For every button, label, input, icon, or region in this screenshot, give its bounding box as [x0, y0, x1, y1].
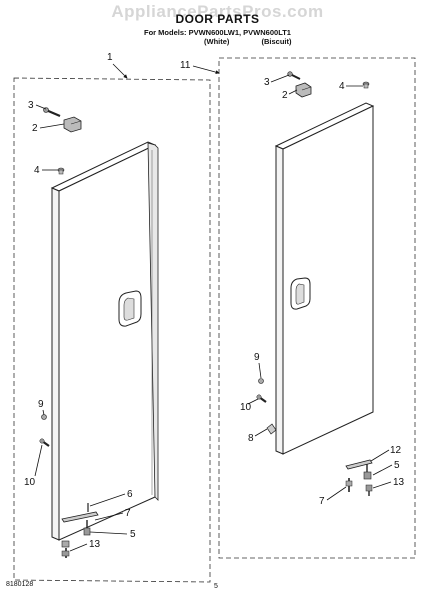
- left-top-hinge: [63, 116, 82, 133]
- right-hinge-screw: [287, 71, 301, 80]
- callout-left-10: 10: [24, 477, 36, 488]
- callout-right-11: 11: [180, 60, 191, 71]
- left-callouts: 1 3 2 4 9 10 6 7 5 13: [24, 52, 136, 552]
- callout-right-13: 13: [393, 477, 405, 488]
- left-hinge-pin: [57, 167, 65, 175]
- right-callouts: 11 3 2 4 9 10 8 12 5 7 13: [180, 60, 405, 507]
- page-title: DOOR PARTS: [175, 12, 260, 26]
- callout-right-5: 5: [394, 460, 400, 471]
- callout-right-7: 7: [319, 496, 325, 507]
- callout-left-7: 7: [125, 508, 131, 519]
- callout-right-8: 8: [248, 433, 254, 444]
- finish-biscuit-label: (Biscuit): [261, 37, 292, 46]
- left-bottom-hinge: [61, 503, 99, 558]
- callout-left-13: 13: [89, 539, 101, 550]
- right-door-stop-parts: [256, 378, 277, 435]
- callout-right-2: 2: [282, 90, 288, 101]
- right-door-assembly: 11 3 2 4 9 10 8 12 5 7 13: [180, 57, 416, 559]
- callout-left-5: 5: [130, 529, 136, 540]
- door-stop-bracket: [266, 423, 277, 435]
- right-door-panel: [274, 102, 375, 455]
- callout-right-12: 12: [390, 445, 402, 456]
- doc-number: 8180128: [6, 581, 34, 588]
- callout-left-9: 9: [38, 399, 44, 410]
- right-bottom-hinge: [345, 459, 373, 496]
- callout-right-3: 3: [264, 77, 270, 88]
- left-door-assembly: 1 3 2 4 9 10 6 7 5 13: [13, 52, 211, 583]
- right-assembly-boundary: [218, 57, 416, 559]
- left-assembly-boundary: [13, 77, 211, 583]
- left-door-stop-parts: [39, 414, 50, 447]
- page-number: 5: [214, 583, 218, 590]
- callout-left-1: 1: [107, 52, 113, 63]
- callout-right-10: 10: [240, 402, 252, 413]
- callout-left-4: 4: [34, 165, 40, 176]
- model-list: For Models: PVWN600LW1, PVWN600LT1: [144, 28, 291, 37]
- right-hinge-pin: [362, 81, 370, 89]
- finish-white-label: (White): [204, 37, 230, 46]
- callout-left-2: 2: [32, 123, 38, 134]
- left-door-panel: [50, 141, 159, 541]
- callout-right-4: 4: [339, 81, 345, 92]
- callout-right-9: 9: [254, 352, 260, 363]
- watermark: AppliancePartsPros.com: [111, 2, 324, 21]
- finish-labels: (White) (Biscuit): [204, 37, 324, 46]
- callout-left-6: 6: [127, 489, 133, 500]
- right-top-hinge: [295, 82, 312, 98]
- callout-left-3: 3: [28, 100, 34, 111]
